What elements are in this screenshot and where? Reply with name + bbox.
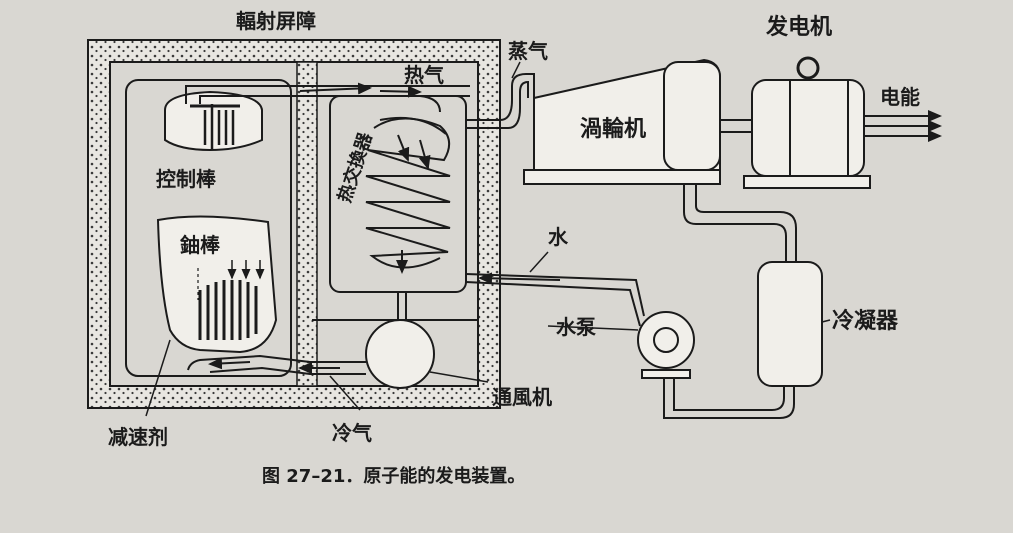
hot-gas-pipe (185, 82, 470, 113)
turbine (523, 58, 721, 185)
label-moderator: 减速剂 (108, 425, 168, 449)
label-condenser: 冷凝器 (832, 308, 899, 334)
fan (365, 292, 435, 389)
label-heat-exchanger: 热交換器 (333, 129, 376, 205)
steam-pipe (466, 73, 535, 129)
water-pump (637, 311, 695, 379)
label-control-rod: 控制棒 (156, 167, 217, 191)
condenser (757, 261, 823, 387)
label-water: 水 (548, 225, 569, 249)
leader-lines (145, 61, 831, 417)
label-electricity: 电能 (880, 85, 920, 109)
water-pipe (465, 272, 645, 327)
label-radiation-shield: 輻射屏障 (236, 9, 316, 33)
label-fan: 通風机 (492, 385, 552, 409)
label-steam: 蒸气 (508, 39, 548, 63)
reactor-core-chamber (125, 79, 292, 377)
label-cold-gas: 冷气 (332, 421, 372, 445)
heat-exchanger-coil (365, 116, 451, 274)
condensate-pipe (663, 372, 795, 419)
figure-caption: 图 27–21．原子能的发电装置。 (262, 465, 525, 487)
label-turbine: 渦輪机 (580, 116, 646, 142)
label-water-pump: 水泵 (556, 315, 596, 339)
radiation-shield (87, 39, 501, 409)
cold-gas-pipe (187, 319, 478, 375)
label-hot-gas: 热气 (404, 63, 444, 87)
label-generator: 发电机 (765, 14, 832, 40)
generator (743, 56, 871, 189)
electric-output-arrows (864, 110, 942, 142)
control-rod-assembly (164, 90, 263, 152)
label-uranium-rod: 鈾棒 (180, 233, 221, 257)
exhaust-pipe (683, 184, 797, 262)
turbine-shaft (720, 119, 752, 133)
uranium-rod-region (156, 215, 278, 354)
